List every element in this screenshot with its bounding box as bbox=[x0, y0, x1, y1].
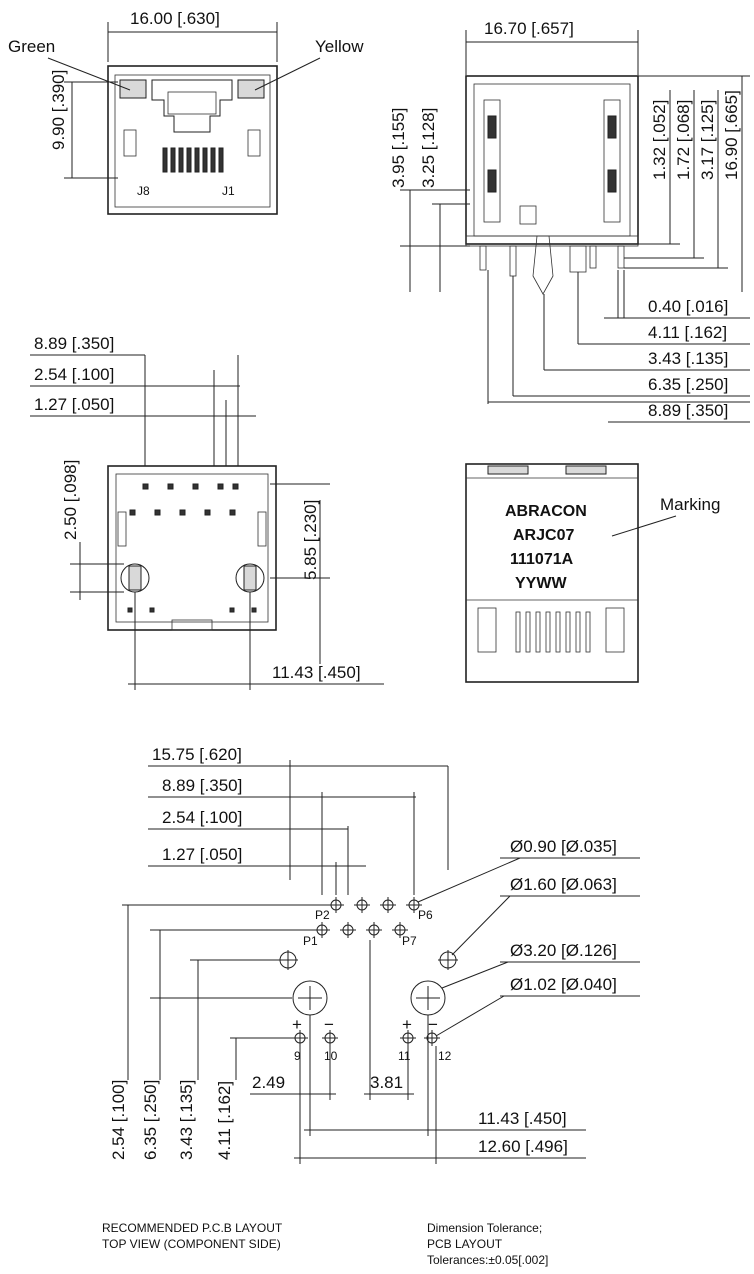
pcb-layout: 15.75 [.620] 8.89 [.350] 2.54 [.100] 1.2… bbox=[109, 745, 640, 1164]
side-right-dim-1: 1.32 [.052] bbox=[650, 100, 669, 180]
marking-line-1: ABRACON bbox=[505, 503, 587, 520]
post-hole-right bbox=[410, 980, 446, 1016]
bottom-top-dim-3: 1.27 [.050] bbox=[34, 395, 114, 414]
tolerance-note-1: Dimension Tolerance; bbox=[427, 1221, 542, 1235]
yellow-led-label: Yellow bbox=[315, 37, 364, 56]
green-led-leader bbox=[47, 57, 131, 91]
pcb-left-dim-1: 2.54 [.100] bbox=[109, 1080, 128, 1160]
bottom-view: 8.89 [.350] 2.54 [.100] 1.27 [.050] bbox=[30, 334, 384, 690]
front-height-dim: 9.90 [.390] bbox=[49, 70, 68, 150]
pcb-left-dim-2: 6.35 [.250] bbox=[141, 1080, 160, 1160]
bottom-bottom-dim: 11.43 [.450] bbox=[272, 663, 361, 682]
rj45-socket-opening bbox=[151, 79, 233, 133]
side-right-dim-4: 16.90 [.665] bbox=[722, 90, 741, 180]
side-bottom-dim-1: 0.40 [.016] bbox=[648, 297, 728, 316]
polarity-minus-right: − bbox=[428, 1015, 438, 1034]
marking-line-2: ARJC07 bbox=[513, 527, 574, 544]
led-hole-right bbox=[438, 950, 458, 970]
side-right-dim-2: 1.72 [.068] bbox=[674, 100, 693, 180]
marking-line-3: 111071A bbox=[510, 551, 574, 568]
pcb-left-dim-4: 4.11 [.162] bbox=[215, 1081, 234, 1160]
pin-label-p7: P7 bbox=[402, 934, 417, 948]
yellow-led-leader bbox=[254, 57, 321, 91]
side-bottom-dim-2: 4.11 [.162] bbox=[648, 323, 727, 342]
green-led-window bbox=[119, 79, 147, 99]
marking-callout: Marking bbox=[660, 495, 720, 514]
marking-line-4: YYWW bbox=[515, 575, 567, 592]
pcb-top-dim-4: 1.27 [.050] bbox=[162, 845, 242, 864]
pcb-top-dim-1: 15.75 [.620] bbox=[152, 745, 242, 764]
green-led-label: Green bbox=[8, 37, 55, 56]
pin-label-10: 10 bbox=[324, 1049, 338, 1063]
led-hole-left bbox=[278, 950, 298, 970]
pin-label-p2: P2 bbox=[315, 908, 330, 922]
hole-dim-3: Ø3.20 [Ø.126] bbox=[510, 941, 617, 960]
bottom-housing bbox=[107, 465, 277, 631]
yellow-led-window bbox=[237, 79, 265, 99]
tolerance-note-2: PCB LAYOUT bbox=[427, 1237, 503, 1251]
hole-dim-4: Ø1.02 [Ø.040] bbox=[510, 975, 617, 994]
pcb-left-dim-3: 3.43 [.135] bbox=[177, 1080, 196, 1160]
shield-pin-holes bbox=[292, 1030, 440, 1046]
layout-title-1: RECOMMENDED P.C.B LAYOUT bbox=[102, 1221, 283, 1235]
pin-label-12: 12 bbox=[438, 1049, 452, 1063]
side-bottom-dim-5: 8.89 [.350] bbox=[648, 401, 728, 420]
side-left-dim-2: 3.25 [.128] bbox=[419, 108, 438, 188]
side-housing bbox=[465, 75, 639, 245]
side-view: 16.70 [.657] 3.95 [.155] 3.25 [.128] bbox=[389, 19, 750, 423]
pin-label-j1: J1 bbox=[222, 184, 235, 198]
notes: RECOMMENDED P.C.B LAYOUT TOP VIEW (COMPO… bbox=[102, 1221, 548, 1267]
pin-label-p6: P6 bbox=[418, 908, 433, 922]
bottom-pin-pads bbox=[129, 483, 239, 516]
bottom-top-dim-1: 8.89 [.350] bbox=[34, 334, 114, 353]
contact-pins bbox=[162, 147, 224, 173]
tolerance-note-3: Tolerances:±0.05[.002] bbox=[427, 1253, 548, 1267]
polarity-plus-left: + bbox=[292, 1015, 302, 1034]
pcb-bottom-dim-1: 11.43 [.450] bbox=[478, 1109, 567, 1128]
pin-label-11: 11 bbox=[398, 1049, 411, 1063]
bottom-left-dim: 2.50 [.098] bbox=[61, 460, 80, 540]
polarity-plus-right: + bbox=[402, 1015, 412, 1034]
pcb-top-dim-3: 2.54 [.100] bbox=[162, 808, 242, 827]
signal-pin-holes bbox=[314, 897, 422, 938]
pcb-inner-dim-2: 3.81 bbox=[370, 1073, 403, 1092]
marking-housing bbox=[465, 463, 639, 683]
hole-dim-2: Ø1.60 [Ø.063] bbox=[510, 875, 617, 894]
polarity-minus-left: − bbox=[324, 1015, 334, 1034]
pin-label-9: 9 bbox=[294, 1049, 301, 1063]
marking-leader bbox=[611, 515, 677, 537]
pin-label-j8: J8 bbox=[137, 184, 150, 198]
side-right-dim-3: 3.17 [.125] bbox=[698, 100, 717, 180]
post-hole-left bbox=[292, 980, 328, 1016]
front-width-dim: 16.00 [.630] bbox=[130, 9, 220, 28]
pcb-top-dim-2: 8.89 [.350] bbox=[162, 776, 242, 795]
pin-label-p1: P1 bbox=[303, 934, 318, 948]
side-bottom-dim-4: 6.35 [.250] bbox=[648, 375, 728, 394]
marking-view: ABRACON ARJC07 111071A YYWW Marking bbox=[465, 463, 720, 683]
side-bottom-dim-3: 3.43 [.135] bbox=[648, 349, 728, 368]
front-view: 16.00 [.630] J8 J1 Green Yellow 9.90 [.3… bbox=[8, 9, 364, 215]
pcb-bottom-dim-2: 12.60 [.496] bbox=[478, 1137, 568, 1156]
bottom-right-dim: 5.85 [.230] bbox=[301, 500, 320, 580]
bottom-top-dim-2: 2.54 [.100] bbox=[34, 365, 114, 384]
hole-dim-1: Ø0.90 [Ø.035] bbox=[510, 837, 617, 856]
side-width-dim: 16.70 [.657] bbox=[484, 19, 574, 38]
marking-pins bbox=[477, 607, 625, 653]
layout-title-2: TOP VIEW (COMPONENT SIDE) bbox=[102, 1237, 281, 1251]
side-left-dim-1: 3.95 [.155] bbox=[389, 108, 408, 188]
pcb-inner-dim-1: 2.49 bbox=[252, 1073, 285, 1092]
